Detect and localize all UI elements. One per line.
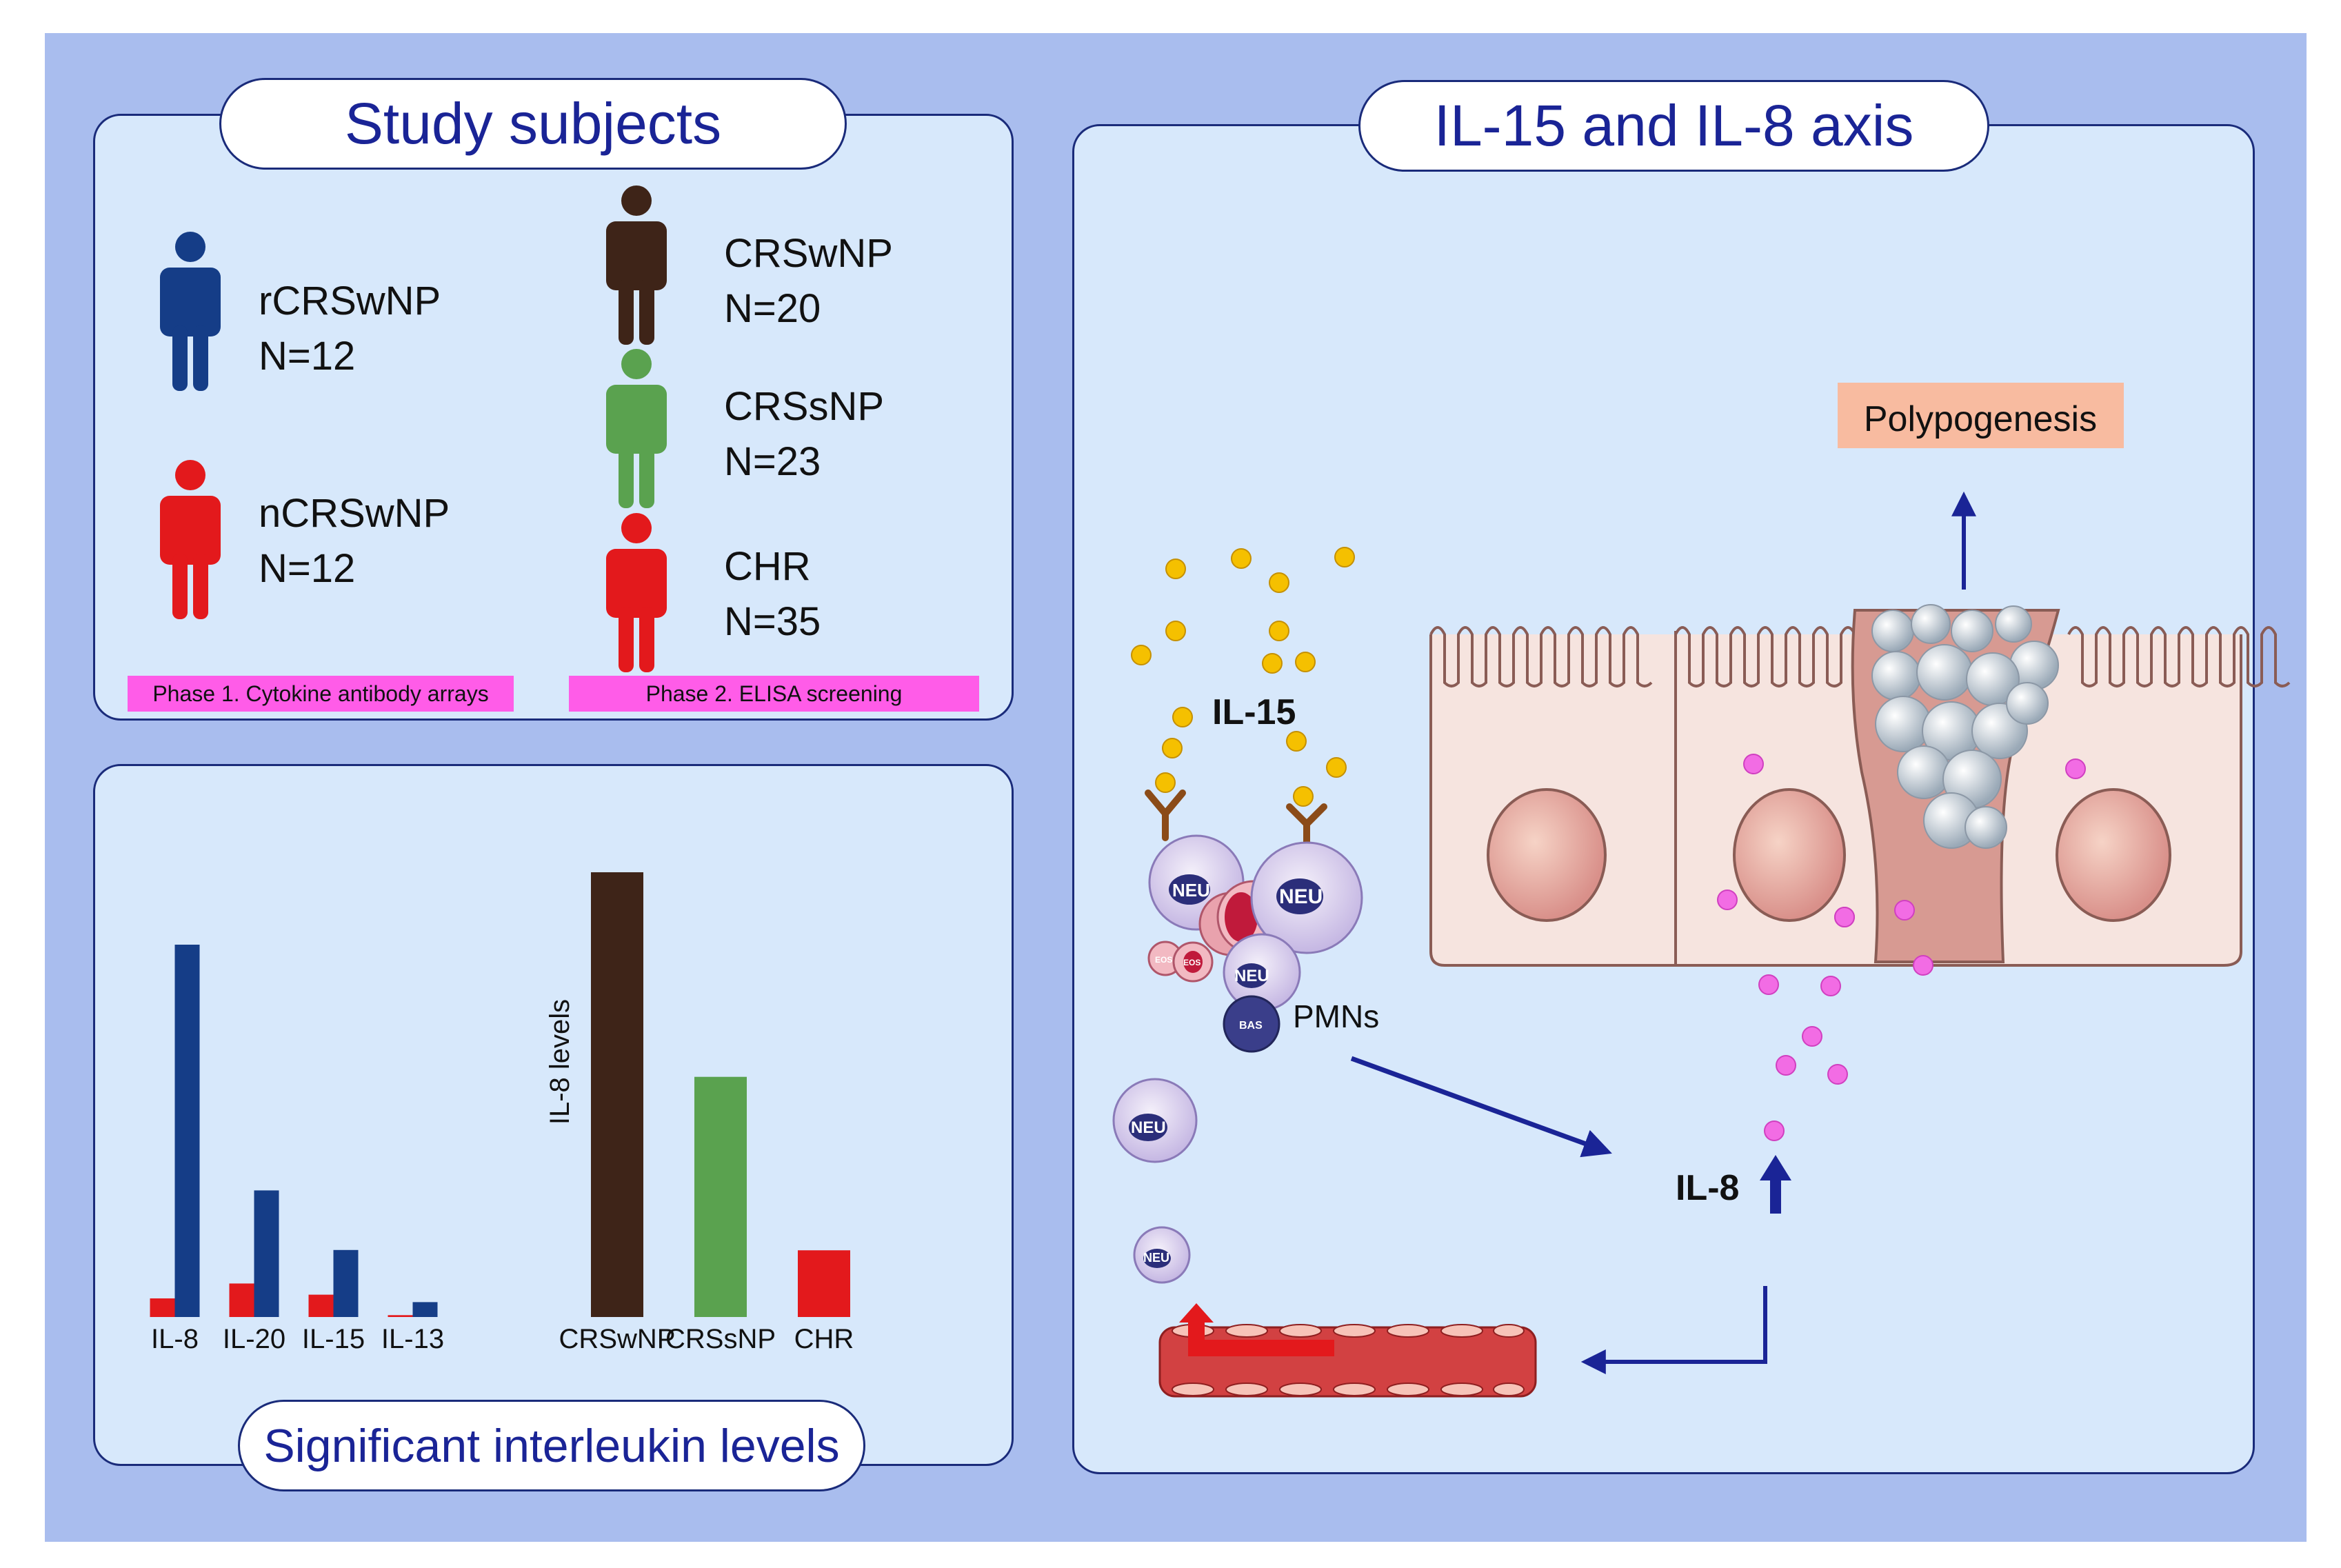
bar-il-13-series-2 [412, 1302, 438, 1317]
subject-name-chr: CHR [724, 544, 811, 589]
polypogenesis-box [1838, 383, 2124, 448]
neu-label-1: NEU [1172, 880, 1210, 901]
tick-label-il-8: IL-8 [151, 1324, 199, 1351]
person-icon-crssnp [606, 349, 667, 508]
neu-label-3: NEU [1234, 967, 1269, 985]
tick-label-crssnp: CRSsNP [665, 1324, 776, 1351]
il8-label: IL-8 [1676, 1168, 1739, 1208]
eos-label-1: EOS [1155, 955, 1172, 965]
bas-label: BAS [1239, 1020, 1263, 1032]
phase-1-label: Phase 1. Cytokine antibody arrays [128, 676, 514, 712]
y-axis-label: IL-8 levels [545, 999, 575, 1125]
subject-count-rcrswnp: N=12 [259, 334, 356, 379]
tick-label-il-20: IL-20 [223, 1324, 285, 1351]
bar-il-8-series-1 [150, 1298, 175, 1317]
subject-count-crswnp: N=20 [724, 286, 821, 331]
polyp-vesicles [1871, 604, 2059, 849]
subject-name-ncrswnp: nCRSwNP [259, 491, 450, 536]
il8-to-vessel-arrow [1580, 1286, 1767, 1374]
tick-label-il-15: IL-15 [302, 1324, 365, 1351]
person-icon-chr [606, 513, 667, 672]
bar-il-8-series-2 [174, 945, 200, 1317]
bar-il-15-series-2 [333, 1249, 359, 1317]
bar-il-13-series-1 [388, 1315, 413, 1317]
study-subjects-title: Study subjects [219, 78, 847, 170]
bar-il-20-series-2 [254, 1190, 279, 1317]
epithelium-cells [1429, 609, 2291, 967]
interleukin-levels-title: Significant interleukin levels [238, 1400, 865, 1491]
cytokine-array-bar-chart: IL-8 IL-20 IL-15 IL-13 [150, 945, 444, 1351]
person-icon-ncrswnp [160, 460, 221, 619]
tick-label-il-13: IL-13 [381, 1324, 444, 1351]
granulocyte-cluster [1112, 834, 1363, 1284]
person-icon-rcrswnp [160, 232, 221, 391]
neu-label-2: NEU [1279, 885, 1323, 908]
subject-count-chr: N=35 [724, 599, 821, 644]
neu-label-5: NEU [1143, 1251, 1169, 1265]
bar-crswnp [591, 872, 643, 1317]
subject-name-rcrswnp: rCRSwNP [259, 279, 441, 323]
il15-receptors [1145, 790, 1327, 855]
subject-name-crswnp: CRSwNP [724, 231, 893, 276]
tick-label-crswnp: CRSwNP [559, 1324, 676, 1351]
subject-count-ncrswnp: N=12 [259, 546, 356, 591]
polypogenesis-label: Polypogenesis [1864, 399, 2097, 439]
bar-il-20-series-1 [229, 1283, 254, 1317]
phase-2-label: Phase 2. ELISA screening [569, 676, 979, 712]
il15-molecules [1131, 547, 1355, 807]
il15-il8-axis-title: IL-15 and IL-8 axis [1358, 80, 1989, 172]
bar-chr [798, 1250, 850, 1317]
study-subjects-panel [93, 114, 1014, 721]
eos-label-2: EOS [1183, 958, 1200, 967]
pmns-label: PMNs [1293, 998, 1379, 1034]
subject-count-crssnp: N=23 [724, 439, 821, 484]
subject-name-crssnp: CRSsNP [724, 384, 885, 429]
bar-crssnp [694, 1076, 747, 1317]
person-icon-crswnp [606, 185, 667, 345]
il8-increase-arrow [1760, 1155, 1791, 1214]
neu-label-4: NEU [1131, 1118, 1166, 1137]
il8-molecules [1717, 754, 2086, 1141]
il15-label: IL-15 [1212, 692, 1296, 732]
bar-il-15-series-1 [308, 1294, 334, 1317]
blood-vessel [1158, 1303, 1537, 1398]
tick-label-chr: CHR [794, 1324, 854, 1351]
pmns-to-il8-arrow [1350, 1056, 1612, 1158]
interleukin-levels-panel [93, 764, 1014, 1466]
